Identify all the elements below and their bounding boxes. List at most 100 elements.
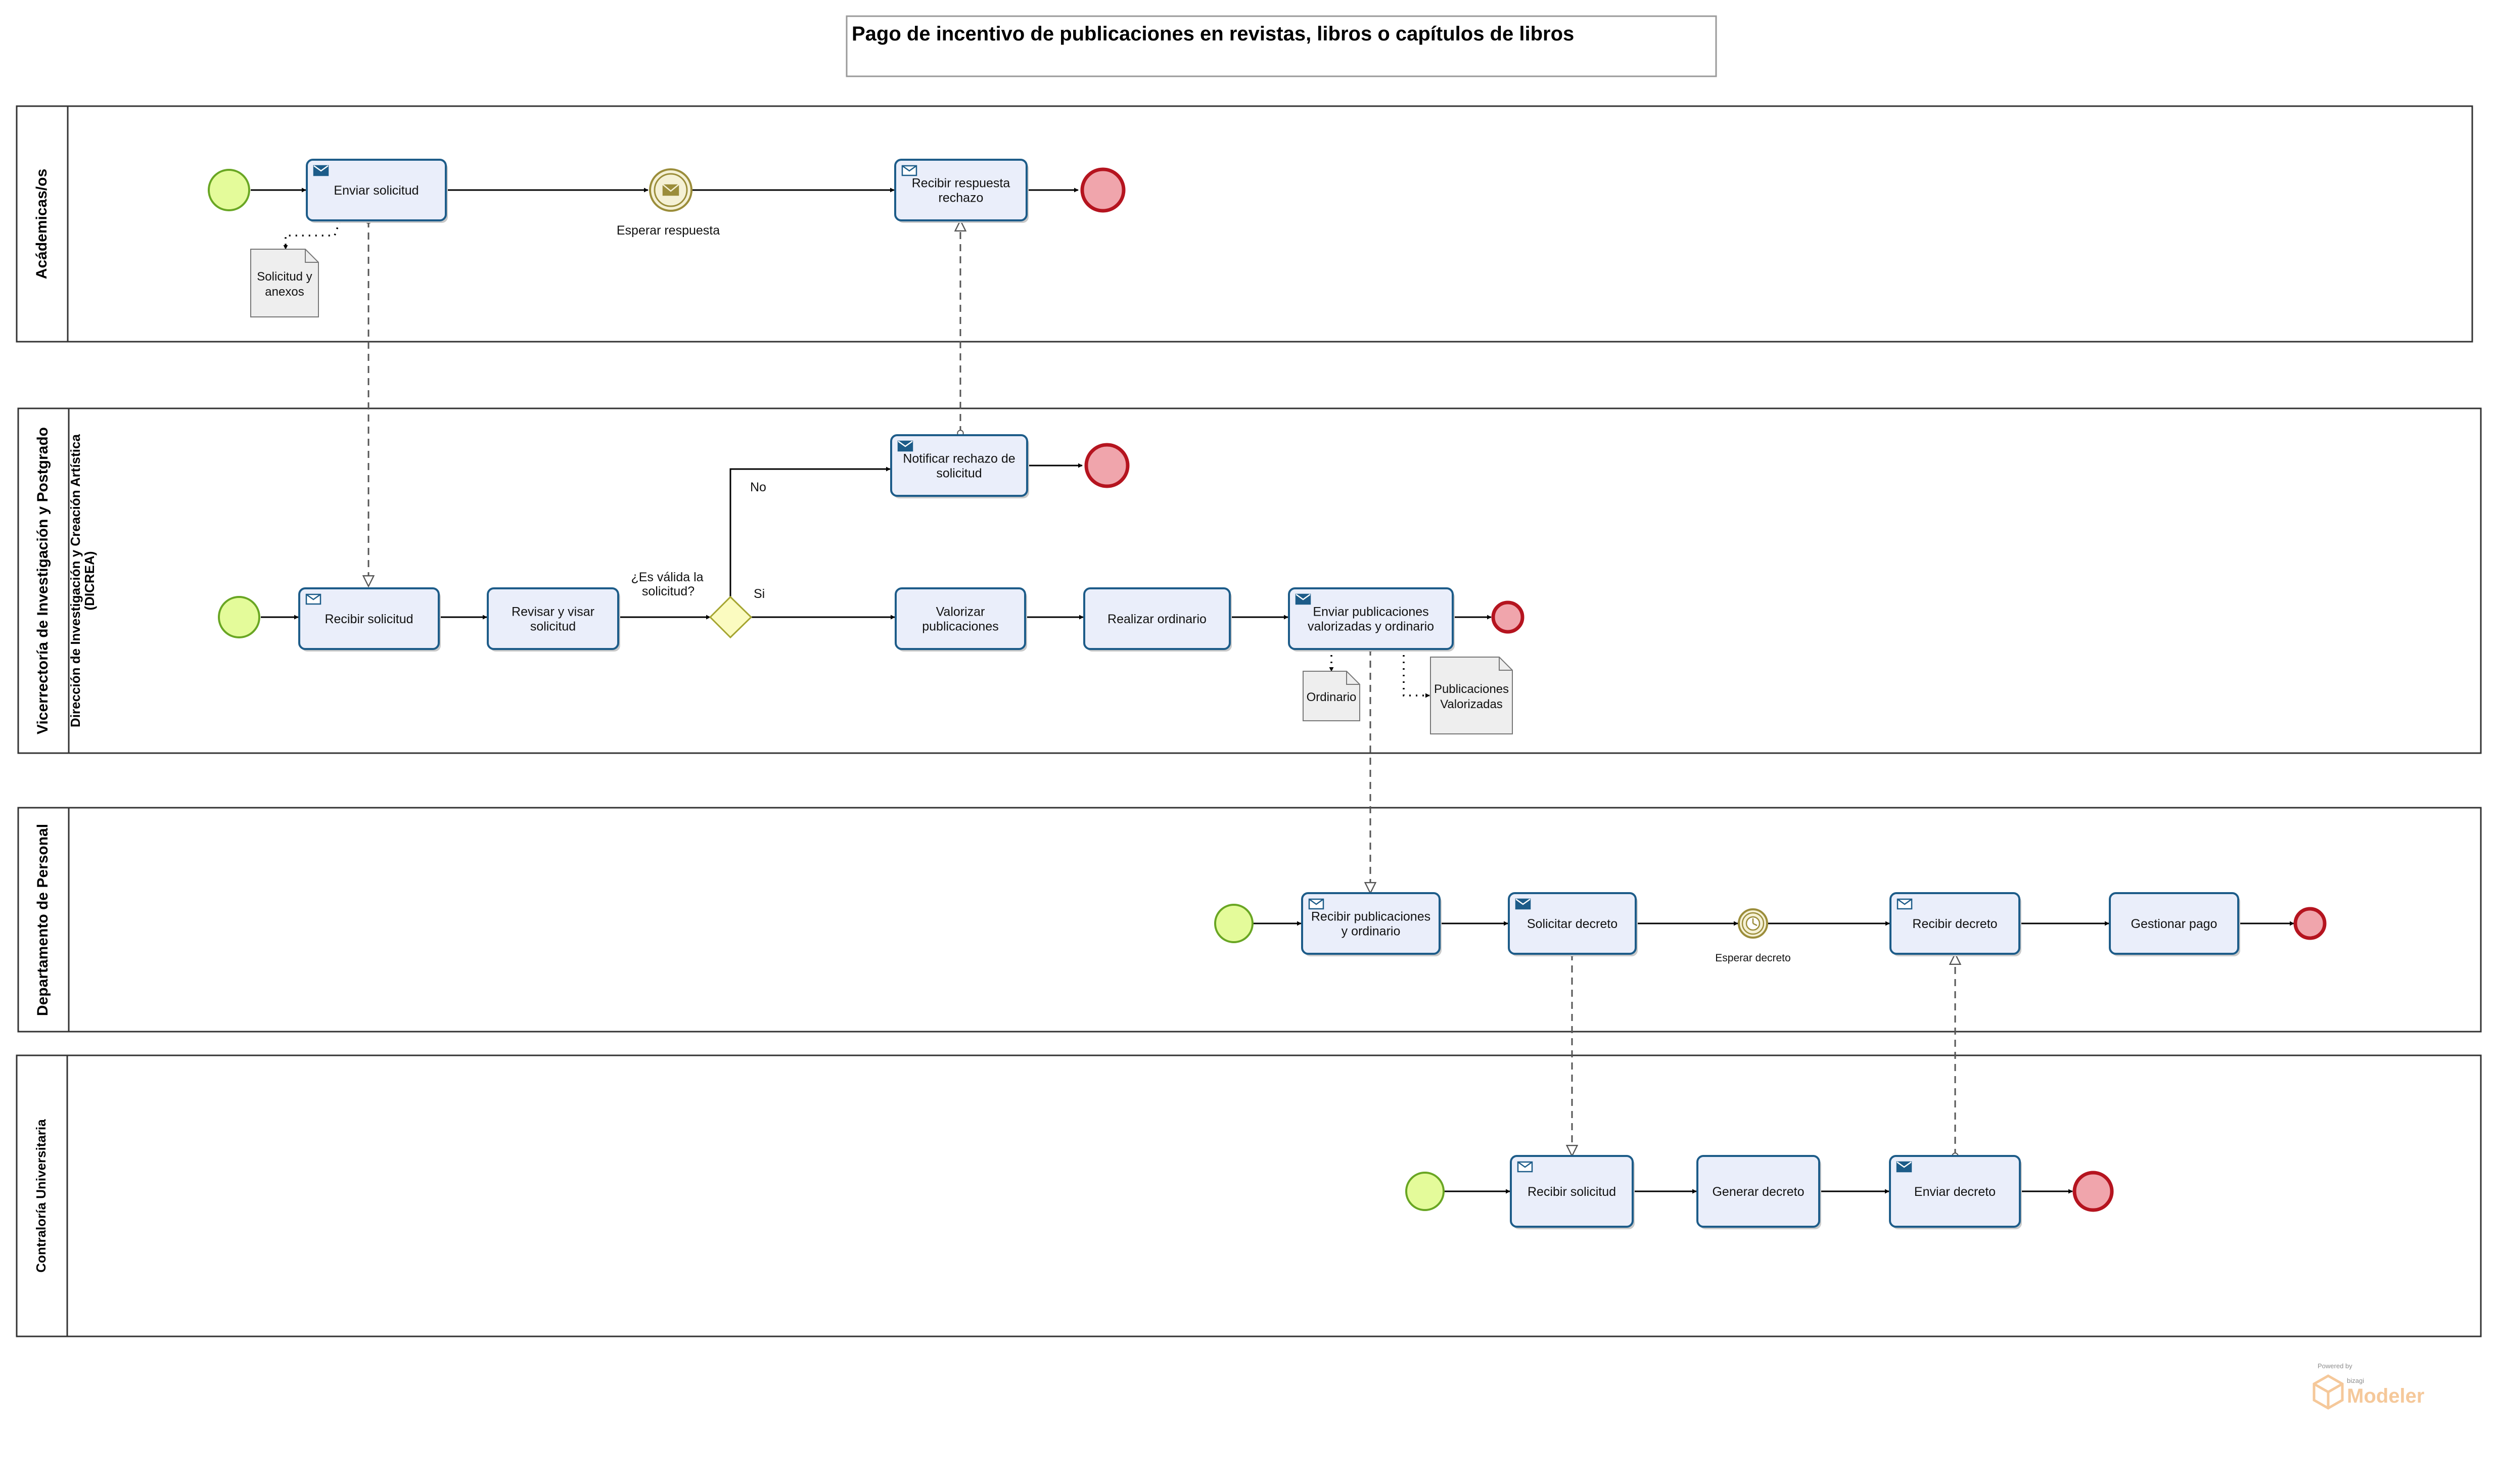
envelope-receive-icon bbox=[305, 593, 321, 605]
task-enviar-solicitud: Enviar solicitud bbox=[306, 159, 448, 223]
task-label: Gestionar pago bbox=[2131, 917, 2217, 931]
envelope-receive-icon bbox=[1308, 898, 1324, 910]
pool-label-contraloria: Contraloría Universitaria bbox=[33, 1119, 49, 1273]
task-label: solicitud bbox=[530, 620, 576, 634]
document-label: Publicaciones bbox=[1434, 682, 1509, 696]
task-label: solicitud bbox=[936, 467, 982, 481]
event-label-esperar-respuesta: Esperar respuesta bbox=[617, 223, 720, 238]
gateway-label-no: No bbox=[750, 480, 766, 494]
start-event-academicas bbox=[208, 169, 250, 211]
start-event-personal bbox=[1214, 904, 1254, 943]
lane-label-dicrea: Dirección de Investigación y Creación Ar… bbox=[68, 434, 83, 727]
task-label: Solicitar decreto bbox=[1527, 917, 1618, 931]
task-label: Recibir respuesta bbox=[912, 176, 1010, 191]
pool-label-personal: Departamento de Personal bbox=[34, 824, 51, 1016]
modeler-text: Modeler bbox=[2347, 1385, 2424, 1407]
task-label: publicaciones bbox=[922, 620, 999, 634]
bizagi-text: bizagi bbox=[2347, 1377, 2364, 1384]
envelope-send-icon bbox=[1295, 593, 1311, 605]
task-label: Notificar rechazo de bbox=[903, 452, 1015, 466]
start-events bbox=[208, 169, 1445, 1211]
task-label: valorizadas y ordinario bbox=[1308, 620, 1434, 634]
task-label: Realizar ordinario bbox=[1107, 612, 1207, 626]
event-esperar-respuesta: Esperar respuesta bbox=[617, 168, 720, 238]
pool-contraloria: Contraloría Universitaria bbox=[16, 1054, 2482, 1337]
envelope-send-icon bbox=[1515, 898, 1531, 910]
task-label: Recibir solicitud bbox=[325, 612, 413, 626]
tasks-layer: Enviar solicitud Recibir respuestarechazo… bbox=[298, 159, 2240, 1229]
task-enviar-decreto: Enviar decreto bbox=[1889, 1155, 2022, 1229]
envelope-receive-icon bbox=[901, 165, 917, 176]
gateway-es-valida: ¿Es válida la solicitud? Si No bbox=[631, 480, 766, 639]
task-generar-decreto: Generar decreto bbox=[1696, 1155, 1821, 1229]
end-event-contraloria bbox=[2072, 1171, 2114, 1212]
task-label: Recibir solicitud bbox=[1528, 1185, 1616, 1199]
start-event-vicerrectoria bbox=[218, 596, 260, 638]
task-label: Enviar decreto bbox=[1914, 1185, 1996, 1199]
task-label: Valorizar bbox=[936, 605, 985, 619]
lane-label-dicrea-abbr: (DICREA) bbox=[82, 551, 97, 611]
assoc-enviar-solicitud-anexos bbox=[283, 221, 341, 250]
task-label: Recibir decreto bbox=[1912, 917, 1997, 931]
diagram-title: Pago de incentivo de publicaciones en re… bbox=[852, 23, 1574, 45]
document-label: anexos bbox=[265, 285, 304, 299]
task-label: Recibir publicaciones bbox=[1311, 910, 1430, 924]
envelope-receive-icon bbox=[1517, 1161, 1533, 1173]
task-label: rechazo bbox=[939, 191, 984, 205]
end-event-vicerrectoria bbox=[1491, 600, 1524, 634]
envelope-send-icon bbox=[1896, 1161, 1912, 1173]
bizagi-cube-icon bbox=[2313, 1374, 2344, 1410]
data-associations bbox=[283, 221, 1430, 698]
envelope-send-icon bbox=[313, 165, 329, 176]
event-label-esperar-decreto: Esperar decreto bbox=[1715, 952, 1790, 964]
gateway-label-line2: solicitud? bbox=[642, 584, 695, 598]
sequence-flows bbox=[251, 188, 2294, 1194]
document-ordinario: Ordinario bbox=[1303, 671, 1360, 721]
task-label: Enviar solicitud bbox=[334, 183, 419, 198]
task-realizar-ordinario: Realizar ordinario bbox=[1083, 587, 1232, 652]
task-label: Enviar publicaciones bbox=[1313, 605, 1428, 619]
pool-vicerrectoria: Vicerrectoría de Investigación y Postgra… bbox=[17, 407, 2482, 754]
message-flows bbox=[368, 220, 1955, 1156]
task-label: y ordinario bbox=[1342, 924, 1401, 939]
event-esperar-decreto: Esperar decreto bbox=[1715, 908, 1791, 964]
document-label: Ordinario bbox=[1307, 690, 1357, 704]
task-gestionar-pago: Gestionar pago bbox=[2109, 892, 2240, 956]
end-event-personal bbox=[2293, 907, 2327, 940]
end-events bbox=[1080, 167, 2327, 1212]
gateway-label-line1: ¿Es válida la bbox=[631, 570, 703, 584]
task-label: Generar decreto bbox=[1712, 1185, 1804, 1199]
start-event-contraloria bbox=[1405, 1172, 1445, 1211]
end-event-academicas bbox=[1080, 167, 1126, 213]
documents-layer: Solicitud yanexosOrdinarioPublicacionesV… bbox=[250, 249, 1513, 734]
task-recibir-solicitud-v: Recibir solicitud bbox=[298, 587, 441, 652]
task-recibir-solicitud-c: Recibir solicitud bbox=[1510, 1155, 1635, 1229]
pool-label-vicerrectoria: Vicerrectoría de Investigación y Postgra… bbox=[34, 427, 51, 734]
pool-academicas: Acádemicas/os bbox=[16, 105, 2473, 343]
message-catch-icon bbox=[662, 183, 680, 197]
end-event-rechazo bbox=[1084, 443, 1130, 488]
task-solicitar-decreto: Solicitar decreto bbox=[1508, 892, 1638, 956]
envelope-send-icon bbox=[897, 440, 913, 452]
timer-icon bbox=[1745, 916, 1761, 931]
task-recibir-decreto: Recibir decreto bbox=[1889, 892, 2021, 956]
title-box bbox=[846, 15, 1717, 77]
assoc-publicaciones bbox=[1403, 648, 1430, 698]
bizagi-watermark: Powered by bizagi Modeler bbox=[2313, 1362, 2424, 1410]
envelope-receive-icon bbox=[1897, 898, 1913, 910]
document-label: Solicitud y bbox=[257, 270, 312, 284]
powered-by-text: Powered by bbox=[2318, 1362, 2352, 1370]
gateway-label-si: Si bbox=[754, 587, 765, 601]
document-label: Valorizadas bbox=[1440, 698, 1503, 711]
pool-label-academicas: Acádemicas/os bbox=[33, 169, 50, 279]
flow-gateway-no bbox=[729, 467, 891, 597]
